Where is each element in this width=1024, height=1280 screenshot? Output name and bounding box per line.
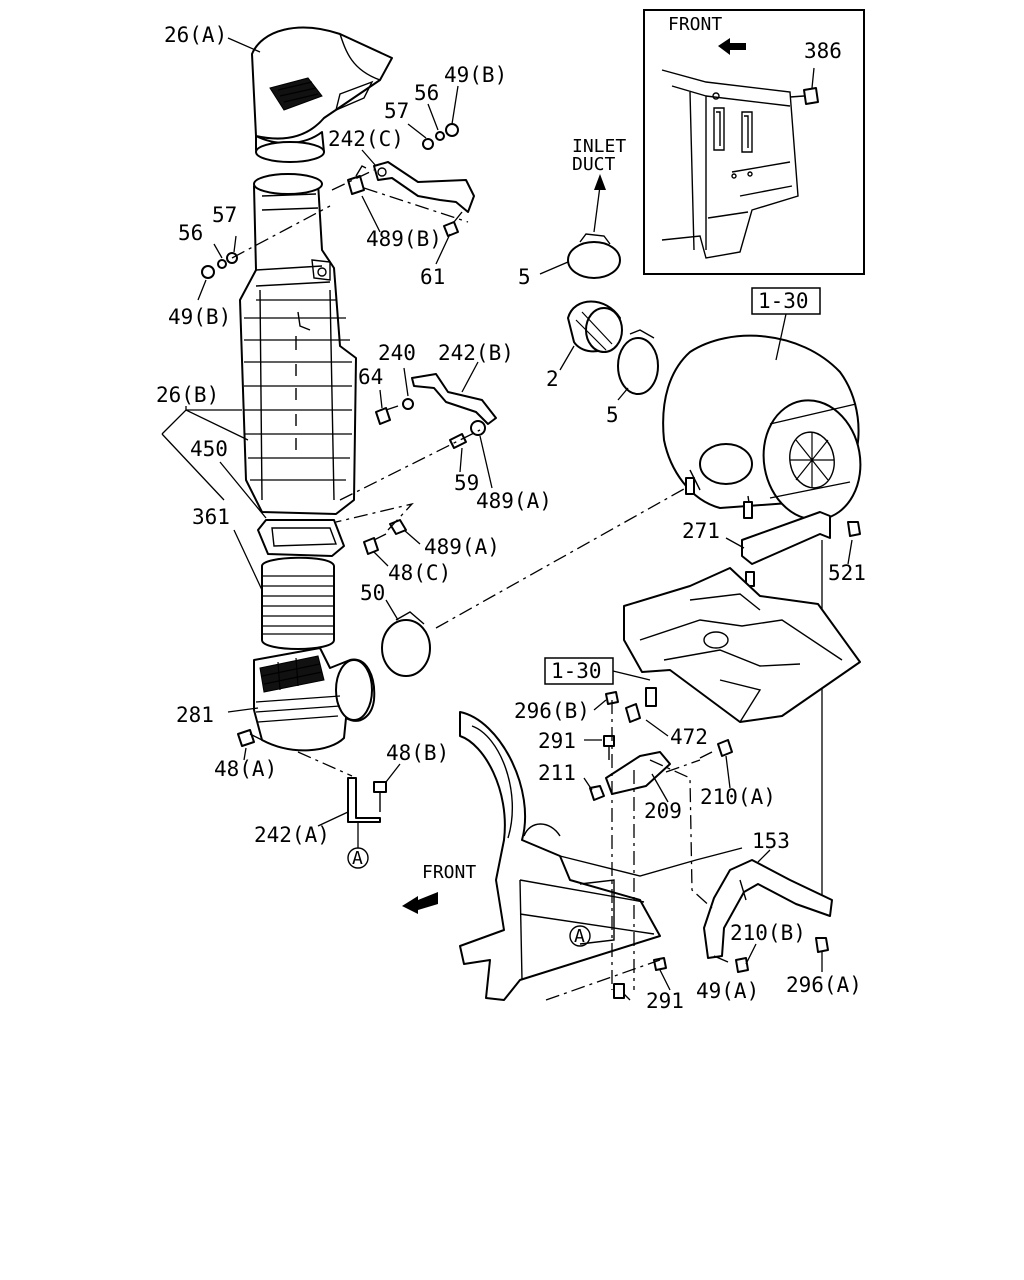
elbow-281: [253, 647, 376, 752]
circle-ref-a-right: A: [574, 926, 585, 947]
callout-296b: 296(B): [514, 699, 590, 723]
callout-49b-top: 49(B): [444, 63, 507, 87]
callout-153: 153: [752, 829, 790, 853]
callout-271: 271: [682, 519, 720, 543]
inset-front-arrow-icon: [718, 38, 746, 55]
intake-duct-body: [239, 173, 357, 515]
ref-box-mid: 1-30: [551, 659, 602, 683]
callout-450: 450: [190, 437, 228, 461]
air-cleaner-1-30: [662, 334, 862, 521]
inset-front-label: FRONT: [668, 14, 722, 35]
callout-56-left: 56: [178, 221, 203, 245]
inlet-duct-label: INLET DUCT: [572, 136, 637, 175]
bracket-242a: [347, 777, 381, 823]
bracket-153: [703, 859, 833, 959]
inlet-duct-arrow: [593, 174, 606, 233]
bracket-242b: [411, 373, 497, 425]
callout-49a: 49(A): [696, 979, 759, 1003]
callout-57-left: 57: [212, 203, 237, 227]
callout-211: 211: [538, 761, 576, 785]
callout-296a: 296(A): [786, 973, 862, 997]
clamp-5-lower: [617, 329, 659, 395]
hose-2: [567, 300, 623, 353]
front-view-inset: FRONT 386: [643, 9, 865, 275]
rain-cap-26a: [251, 26, 393, 163]
leaders-left: [161, 37, 493, 827]
callout-57-top: 57: [384, 99, 409, 123]
callout-242a: 242(A): [254, 823, 330, 847]
bracket-271: [741, 511, 861, 587]
inset-part-386-label: 386: [804, 39, 842, 63]
callout-26b: 26(B): [156, 383, 219, 407]
callout-291-top: 291: [538, 729, 576, 753]
callout-242c: 242(C): [328, 127, 404, 151]
callout-50: 50: [360, 581, 385, 605]
clamp-50: [381, 611, 431, 677]
callout-64: 64: [358, 365, 383, 389]
callout-472: 472: [670, 725, 708, 749]
callout-242b: 242(B): [438, 341, 514, 365]
callout-361: 361: [192, 505, 230, 529]
bolt-386-icon: [789, 87, 819, 105]
callout-48c: 48(C): [388, 561, 451, 585]
gasket-450: [257, 519, 345, 557]
callout-240: 240: [378, 341, 416, 365]
callout-281: 281: [176, 703, 214, 727]
callout-26a: 26(A): [164, 23, 227, 47]
callout-210b: 210(B): [730, 921, 806, 945]
floor-panel: [623, 567, 861, 723]
bellows-361: [261, 556, 335, 650]
callout-5-lower: 5: [606, 403, 619, 427]
callout-489b: 489(B): [366, 227, 442, 251]
callout-209: 209: [644, 799, 682, 823]
ref-box-top: 1-30: [758, 289, 809, 313]
callout-2: 2: [546, 367, 559, 391]
bracket-242c: [373, 161, 475, 213]
callout-56-top: 56: [414, 81, 439, 105]
callout-48b: 48(B): [386, 741, 449, 765]
leaders-right: [583, 699, 823, 1001]
chassis-frame: [459, 711, 743, 1001]
callout-59: 59: [454, 471, 479, 495]
circle-ref-a-left: A: [352, 848, 363, 869]
main-front-arrow-icon: [402, 892, 438, 914]
callout-labels: 26(A) 49(B) 56 57 242(C) 489(B) 61 56 57…: [156, 23, 866, 1013]
clamp-5-top: [567, 233, 621, 279]
main-front-label: FRONT: [422, 862, 476, 883]
bracket-209: [605, 687, 671, 795]
callout-291-bottom: 291: [646, 989, 684, 1013]
callout-521: 521: [828, 561, 866, 585]
callout-5-top: 5: [518, 265, 531, 289]
callout-210a: 210(A): [700, 785, 776, 809]
callout-61: 61: [420, 265, 445, 289]
bolts-right: [613, 739, 829, 999]
callout-489a-mid: 489(A): [424, 535, 500, 559]
callout-48a: 48(A): [214, 757, 277, 781]
callout-489a-top: 489(A): [476, 489, 552, 513]
callout-49b-left: 49(B): [168, 305, 231, 329]
